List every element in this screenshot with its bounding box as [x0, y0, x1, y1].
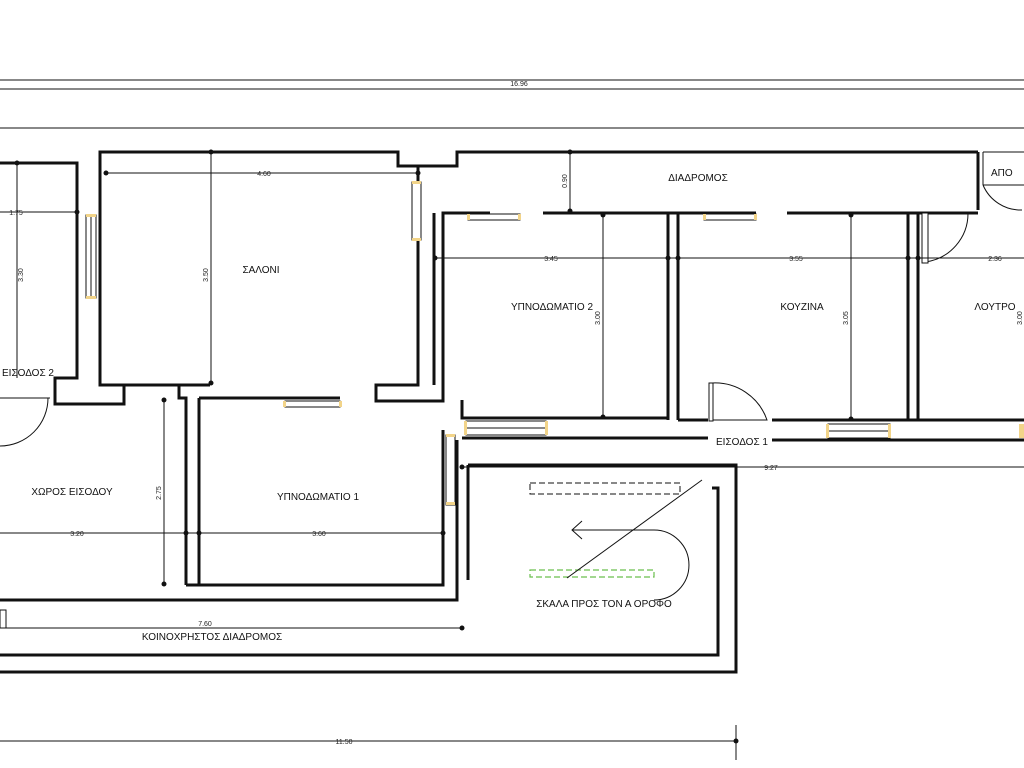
dim-236: 2.36 — [988, 256, 1002, 263]
dim-300b: 3.00 — [1017, 311, 1024, 325]
label-xoros-eisodou: ΧΩΡΟΣ ΕΙΣΟΔΟΥ — [31, 487, 113, 498]
label-koinoxristos: ΚΟΙΝΟΧΡΗΣΤΟΣ ΔΙΑΔΡΟΜΟΣ — [142, 632, 282, 643]
door-apothiki — [982, 184, 1024, 211]
window-diadromos-2 — [703, 213, 757, 221]
dim-927: 9.27 — [764, 465, 778, 472]
dim-355: 3.55 — [789, 256, 803, 263]
dim-760: 7.60 — [198, 621, 212, 628]
dimension-lines — [0, 149, 1024, 760]
walls — [0, 150, 1024, 674]
label-kouzina: ΚΟΥΖΙΝΑ — [780, 302, 824, 313]
label-apo: ΑΠΟ — [991, 168, 1013, 179]
label-eisodos1: ΕΙΣΟΔΟΣ 1 — [716, 437, 768, 448]
windows — [0, 181, 1024, 629]
dim-305: 3.05 — [843, 311, 850, 325]
label-eisodos2: ΕΙΣΟΔΟΣ 2 — [2, 368, 54, 379]
top-overall-dimension: 16.96 — [0, 79, 1024, 129]
dim-total-top: 16.96 — [510, 81, 528, 88]
door-loutro — [924, 212, 969, 263]
dim-345: 3.45 — [544, 256, 558, 263]
stair-top-step — [529, 482, 681, 495]
dim-460: 4.60 — [257, 171, 271, 178]
door-eisodos2 — [0, 397, 50, 447]
dimension-labels: 1.75 3.30 4.60 3.50 0.90 3.45 3.00 3.55 … — [9, 171, 1024, 746]
dim-175: 1.75 — [9, 210, 23, 217]
dim-090: 0.90 — [562, 174, 569, 188]
doors — [0, 184, 1024, 447]
stair — [529, 479, 703, 601]
window-ypno1-north — [284, 400, 341, 408]
label-skala: ΣΚΑΛΑ ΠΡΟΣ ΤΟΝ Α ΟΡΟΦΟ — [536, 599, 672, 610]
room-labels: ΣΑΛΟΝΙ ΕΙΣΟΔΟΣ 2 ΧΩΡΟΣ ΕΙΣΟΔΟΥ ΥΠΝΟΔΩΜΑΤ… — [2, 168, 1016, 643]
dim-320: 3.20 — [70, 531, 84, 538]
dim-350: 3.50 — [203, 268, 210, 282]
dim-300: 3.00 — [595, 311, 602, 325]
dim-330: 3.30 — [18, 268, 25, 282]
window-ypno1-east — [445, 434, 456, 506]
window-diadromos-1 — [467, 213, 521, 221]
door-eisodos1 — [711, 382, 768, 421]
label-loutro: ΛΟΥΤΡΟ — [974, 302, 1015, 313]
label-saloni: ΣΑΛΟΝΙ — [242, 265, 279, 276]
dim-275: 2.75 — [156, 486, 163, 500]
stair-direction-arrow — [571, 520, 583, 540]
stair-turn-arc — [572, 529, 690, 601]
dim-total-bottom: 11.50 — [336, 739, 353, 746]
label-ypnodomatio2: ΥΠΝΟΔΩΜΑΤΙΟ 2 — [511, 302, 594, 313]
label-diadromos: ΔΙΑΔΡΟΜΟΣ — [668, 173, 728, 184]
dim-360: 3.60 — [312, 531, 326, 538]
window-saloni-east — [411, 181, 422, 241]
stair-green-step — [529, 569, 655, 578]
label-ypnodomatio1: ΥΠΝΟΔΩΜΑΤΙΟ 1 — [277, 492, 360, 503]
